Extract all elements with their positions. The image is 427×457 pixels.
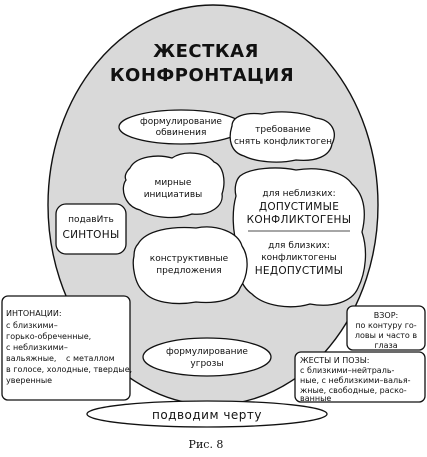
- gaze-line-3: ловы и часто в: [355, 331, 417, 340]
- permissible-line-3: КОНФЛИКТОГЕНЫ: [247, 214, 352, 226]
- demand-line-1: требование: [255, 125, 311, 135]
- syntons-node: подавИть СИНТОНЫ: [55, 203, 127, 255]
- permissible-line-1: для неблизких:: [262, 189, 335, 199]
- demand-line-2: снять конфликтоген: [234, 137, 332, 147]
- gestures-line-1: ЖЕСТЫ И ПОЗЫ:: [300, 356, 369, 365]
- permissible-line-5: конфликтогены: [261, 253, 337, 263]
- intonations-line-3: горько-обреченные,: [6, 332, 91, 341]
- title-line-2: КОНФРОНТАЦИЯ: [110, 65, 294, 86]
- permissible-line-4: для близких:: [268, 241, 330, 251]
- bottom-line-text: подводим черту: [152, 408, 262, 422]
- constructive-line-2: предложения: [156, 266, 221, 276]
- intonations-line-8: уверенные: [6, 376, 52, 385]
- figure-caption: Рис. 8: [189, 438, 224, 451]
- permissible-line-2: ДОПУСТИМЫЕ: [259, 201, 339, 213]
- constructive-node: конструктивные предложения: [132, 226, 248, 305]
- accusation-line-1: формулирование: [140, 117, 222, 127]
- intonations-line-4: с неблизкими–: [6, 343, 68, 352]
- gaze-line-2: по контуру го-: [355, 321, 416, 330]
- bottom-line-node: подводим черту: [86, 400, 328, 428]
- intonations-line-1: ИНТОНАЦИИ:: [6, 309, 62, 318]
- peace-line-1: мирные: [155, 178, 192, 188]
- gestures-line-4: жные, свободные, раско-: [300, 386, 407, 395]
- peace-line-2: инициативы: [144, 190, 203, 200]
- gaze-line-4: глаза: [374, 341, 397, 350]
- intonations-line-2: с близкими–: [6, 321, 58, 330]
- accusation-line-2: обвинения: [156, 128, 207, 138]
- threat-line-2: угрозы: [190, 359, 223, 369]
- gestures-line-2: с близкими–нейтраль-: [300, 366, 395, 375]
- syntons-line-1: подавИть: [68, 215, 114, 225]
- accusation-node: формулирование обвинения: [118, 109, 244, 145]
- gestures-line-5: ванные: [300, 394, 331, 403]
- gaze-node: ВЗОР: по контуру го- ловы и часто в глаз…: [346, 305, 426, 351]
- gestures-node: ЖЕСТЫ И ПОЗЫ: с близкими–нейтраль- ные, …: [294, 351, 426, 403]
- intonations-line-7: в голосе, холодные, твердые,: [6, 365, 132, 374]
- peace-node: мирные инициативы: [122, 152, 225, 219]
- syntons-line-2: СИНТОНЫ: [62, 229, 119, 241]
- intonations-line-6: с металлом: [66, 354, 115, 363]
- threat-node: формулирование угрозы: [142, 337, 272, 377]
- gestures-line-3: ные, с неблизкими–валья-: [300, 376, 411, 385]
- demand-node: требование снять конфликтоген: [229, 111, 335, 163]
- gaze-line-1: ВЗОР:: [374, 311, 398, 320]
- title-line-1: ЖЕСТКАЯ: [153, 41, 259, 62]
- permissible-line-6: НЕДОПУСТИМЫ: [255, 265, 344, 277]
- intonations-node: ИНТОНАЦИИ: с близкими– горько-обреченные…: [1, 295, 132, 401]
- threat-line-1: формулирование: [166, 347, 248, 357]
- constructive-line-1: конструктивные: [150, 254, 229, 264]
- intonations-line-5: вальяжные,: [6, 354, 56, 363]
- permissible-node: для неблизких: ДОПУСТИМЫЕ КОНФЛИКТОГЕНЫ …: [232, 167, 367, 308]
